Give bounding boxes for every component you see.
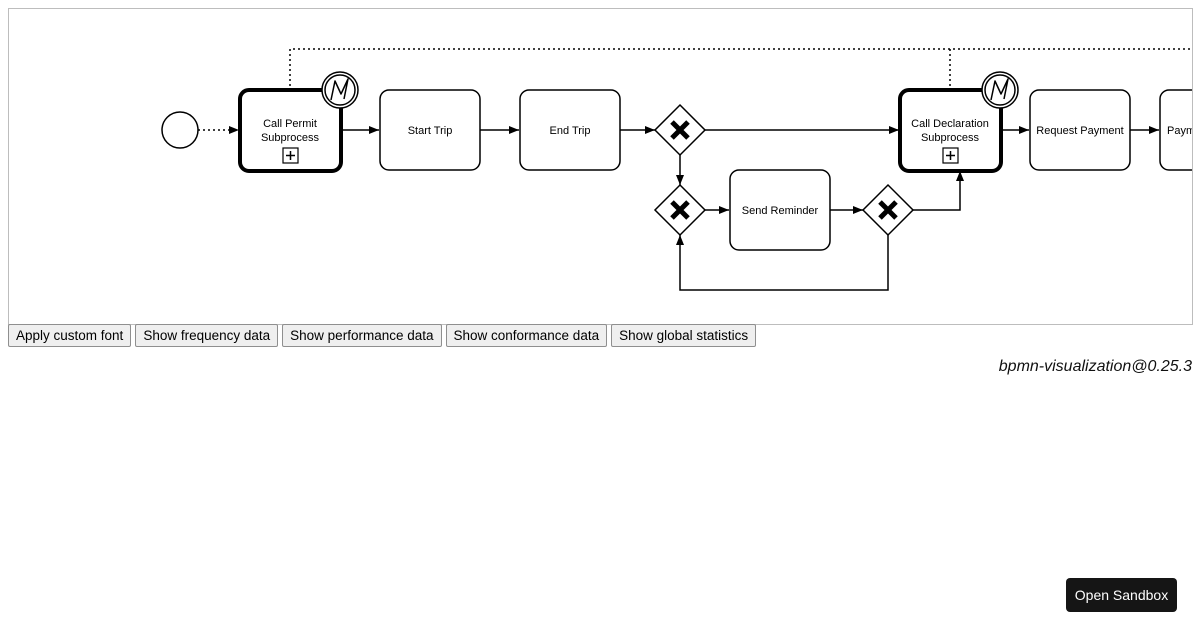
bpmn-diagram: Call Permit Subprocess Start Trip End Tr… (161, 48, 1193, 291)
dotted-flow-top (289, 48, 1192, 91)
start-event[interactable] (161, 111, 199, 149)
expand-subprocess-icon[interactable] (282, 147, 299, 164)
call-permit-label-line1: Call Permit (263, 118, 317, 130)
task-request-payment-label: Request Payment (1036, 125, 1123, 137)
task-start-trip-label: Start Trip (408, 125, 453, 137)
gateway-x-icon (878, 200, 898, 220)
exclusive-gateway-1[interactable] (653, 103, 707, 157)
toolbar: Apply custom font Show frequency data Sh… (8, 324, 757, 347)
task-start-trip[interactable]: Start Trip (379, 89, 481, 171)
open-sandbox-button[interactable]: Open Sandbox (1066, 578, 1177, 612)
show-performance-data-button[interactable]: Show performance data (282, 324, 442, 347)
gateway-x-icon (670, 120, 690, 140)
show-conformance-data-button[interactable]: Show conformance data (445, 324, 608, 347)
task-payment-partial-label: Paym (1167, 125, 1193, 137)
task-request-payment[interactable]: Request Payment (1029, 89, 1131, 171)
error-boundary-event-icon[interactable] (321, 71, 359, 109)
call-permit-subprocess[interactable]: Call Permit Subprocess (238, 88, 343, 173)
call-declaration-subprocess[interactable]: Call Declaration Subprocess (898, 88, 1003, 173)
task-send-reminder-label: Send Reminder (742, 205, 819, 217)
show-frequency-data-button[interactable]: Show frequency data (135, 324, 279, 347)
task-payment-partial[interactable]: Paym (1159, 89, 1193, 171)
call-declaration-label-line2: Subprocess (921, 132, 980, 144)
task-end-trip[interactable]: End Trip (519, 89, 621, 171)
show-global-statistics-button[interactable]: Show global statistics (611, 324, 757, 347)
apply-custom-font-button[interactable]: Apply custom font (8, 324, 132, 347)
flow-gateway-to-declaration-up (913, 171, 964, 211)
flow-loop-back (676, 235, 889, 291)
gateway-x-icon (670, 200, 690, 220)
exclusive-gateway-3[interactable] (861, 183, 915, 237)
call-declaration-label-line1: Call Declaration (911, 118, 989, 130)
bpmn-diagram-container[interactable]: Call Permit Subprocess Start Trip End Tr… (8, 8, 1193, 325)
exclusive-gateway-2[interactable] (653, 183, 707, 237)
version-label: bpmn-visualization@0.25.3 (998, 358, 1192, 375)
expand-subprocess-icon[interactable] (942, 147, 959, 164)
error-boundary-event-icon[interactable] (981, 71, 1019, 109)
call-permit-label-line2: Subprocess (261, 132, 320, 144)
task-send-reminder[interactable]: Send Reminder (729, 169, 831, 251)
task-end-trip-label: End Trip (550, 125, 591, 137)
